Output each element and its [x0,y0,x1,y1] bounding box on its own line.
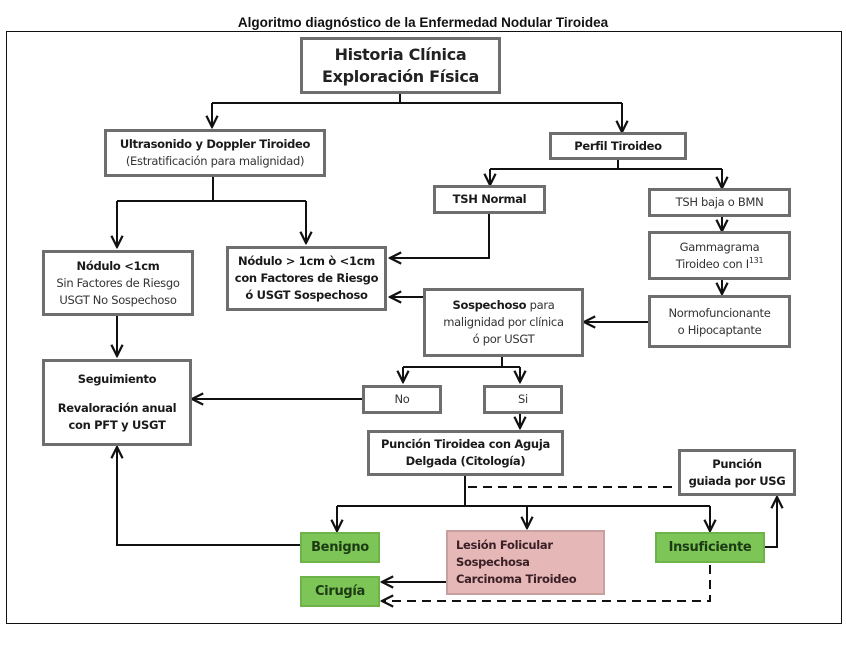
arrow-insuficiente-to-guiada [765,497,777,548]
puncion-guiada-line2: guiada por USG [688,473,786,488]
puncion-line2: Delgada (Citología) [405,454,526,468]
cirugia-box: Cirugía [300,576,380,607]
puncion-guiada-box: Punción guiada por USG [678,449,796,496]
historia-line1: Historia Clínica [334,44,467,64]
isotope-superscript: 131 [748,255,764,265]
lesion-box: Lesión Folicular Sospechosa Carcinoma Ti… [446,530,605,595]
nodulo-menor-line1: Nódulo <1cm [76,258,160,273]
tsh-baja-box: TSH baja o BMN [648,188,791,217]
seguimiento-line2: Revaloración anual [57,401,177,415]
ultrasonido-line2: (Estratificación para malignidad) [125,154,305,168]
nodulo-mayor-line1: Nódulo > 1cm ò <1cm [238,254,375,268]
normofuncionante-line2: o Hipocaptante [677,322,762,337]
connector-puncion-split [337,475,710,507]
puncion-box: Punción Tiroidea con Aguja Delgada (Cito… [367,430,564,476]
lesion-line3: Carcinoma Tiroideo [456,572,577,586]
normofuncionante-box: Normofuncionante o Hipocaptante [648,295,791,348]
sospechoso-rest: para [526,298,555,312]
seguimiento-line1: Seguimiento [77,372,157,386]
arrow-tsh-normal-to-nodulo-mayor [390,213,490,258]
sospechoso-bold: Sospechoso [452,298,527,312]
sospechoso-box: Sospechoso para malignidad por clínica ó… [423,288,584,357]
ultrasonido-box: Ultrasonido y Doppler Tiroideo (Estratif… [104,129,326,177]
nodulo-menor-line3: USGT No Sospechoso [59,292,177,307]
historia-clinica-box: Historia Clínica Exploración Física [300,37,501,94]
seguimiento-line3: con PFT y USGT [68,418,166,432]
connector-historia-split [212,93,622,104]
puncion-guiada-line1: Punción [712,456,762,471]
ultrasonido-line1: Ultrasonido y Doppler Tiroideo [119,137,311,151]
si-box: Si [483,385,563,414]
gammagrama-line2: Tiroideo con I131 [676,256,764,273]
nodulo-mayor-box: Nódulo > 1cm ò <1cm con Factores de Ries… [226,246,387,311]
puncion-line1: Punción Tiroidea con Aguja [381,437,550,451]
nodulo-mayor-line3: ó USGT Sospechoso [245,288,368,302]
arrow-benigno-to-seguimiento [117,447,300,546]
gammagrama-line2-text: Tiroideo con I [675,256,749,271]
benigno-box: Benigno [300,532,380,563]
perfil-label: Perfil Tiroideo [574,138,662,153]
insuficiente-label: Insuficiente [668,540,752,555]
no-box: No [362,385,442,414]
dashed-insuficiente-to-cirugia [382,565,711,601]
sospechoso-line2: malignidad por clínica [443,315,564,329]
no-label: No [394,392,410,406]
diagram-frame [6,31,842,624]
nodulo-menor-box: Nódulo <1cm Sin Factores de Riesgo USGT … [42,250,194,316]
cirugia-label: Cirugía [314,584,366,599]
nodulo-menor-line2: Sin Factores de Riesgo [56,275,180,290]
tsh-baja-label: TSH baja o BMN [675,195,764,209]
lesion-line2: Sospechosa [456,555,530,569]
si-label: Si [518,392,528,406]
connector-ultrasonido-split [117,176,306,202]
sospechoso-line3: ó por USGT [472,332,535,346]
insuficiente-box: Insuficiente [655,532,765,563]
historia-line2: Exploración Física [321,66,480,86]
gammagrama-box: Gammagrama Tiroideo con I131 [648,231,791,280]
perfil-tiroideo-box: Perfil Tiroideo [549,132,687,160]
lesion-line1: Lesión Folicular [456,538,553,552]
tsh-normal-label: TSH Normal [452,192,527,206]
gammagrama-line1: Gammagrama [679,239,760,254]
seguimiento-box: Seguimiento Revaloración anual con PFT y… [42,359,192,446]
benigno-label: Benigno [311,540,369,555]
sospechoso-line1: Sospechoso para [453,297,555,314]
normofuncionante-line1: Normofuncionante [668,305,771,320]
nodulo-mayor-line2: con Factores de Riesgo [234,271,379,285]
tsh-normal-box: TSH Normal [433,185,546,214]
diagram-title: Algoritmo diagnóstico de la Enfermedad N… [237,15,609,30]
connector-sospechoso-split [403,357,520,368]
